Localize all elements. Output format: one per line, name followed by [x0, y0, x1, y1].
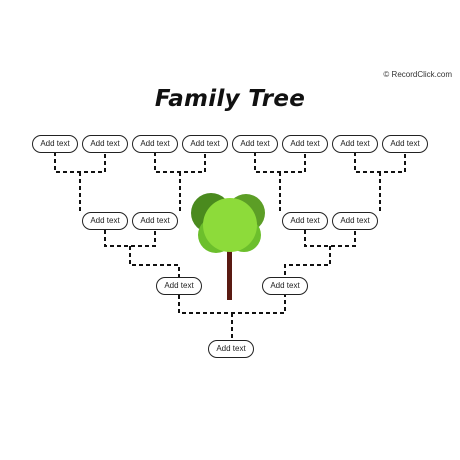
- family-member-box[interactable]: Add text: [208, 340, 254, 358]
- family-member-box[interactable]: Add text: [132, 212, 178, 230]
- family-member-box[interactable]: Add text: [262, 277, 308, 295]
- family-member-box[interactable]: Add text: [382, 135, 428, 153]
- family-member-box[interactable]: Add text: [332, 212, 378, 230]
- family-member-box[interactable]: Add text: [282, 135, 328, 153]
- watermark: © RecordClick.com: [383, 70, 452, 79]
- family-member-box[interactable]: Add text: [82, 135, 128, 153]
- family-member-box[interactable]: Add text: [182, 135, 228, 153]
- family-member-box[interactable]: Add text: [332, 135, 378, 153]
- family-member-box[interactable]: Add text: [32, 135, 78, 153]
- family-member-box[interactable]: Add text: [232, 135, 278, 153]
- family-member-box[interactable]: Add text: [282, 212, 328, 230]
- family-member-box[interactable]: Add text: [156, 277, 202, 295]
- family-member-box[interactable]: Add text: [132, 135, 178, 153]
- page-title: Family Tree: [154, 86, 306, 112]
- family-member-box[interactable]: Add text: [82, 212, 128, 230]
